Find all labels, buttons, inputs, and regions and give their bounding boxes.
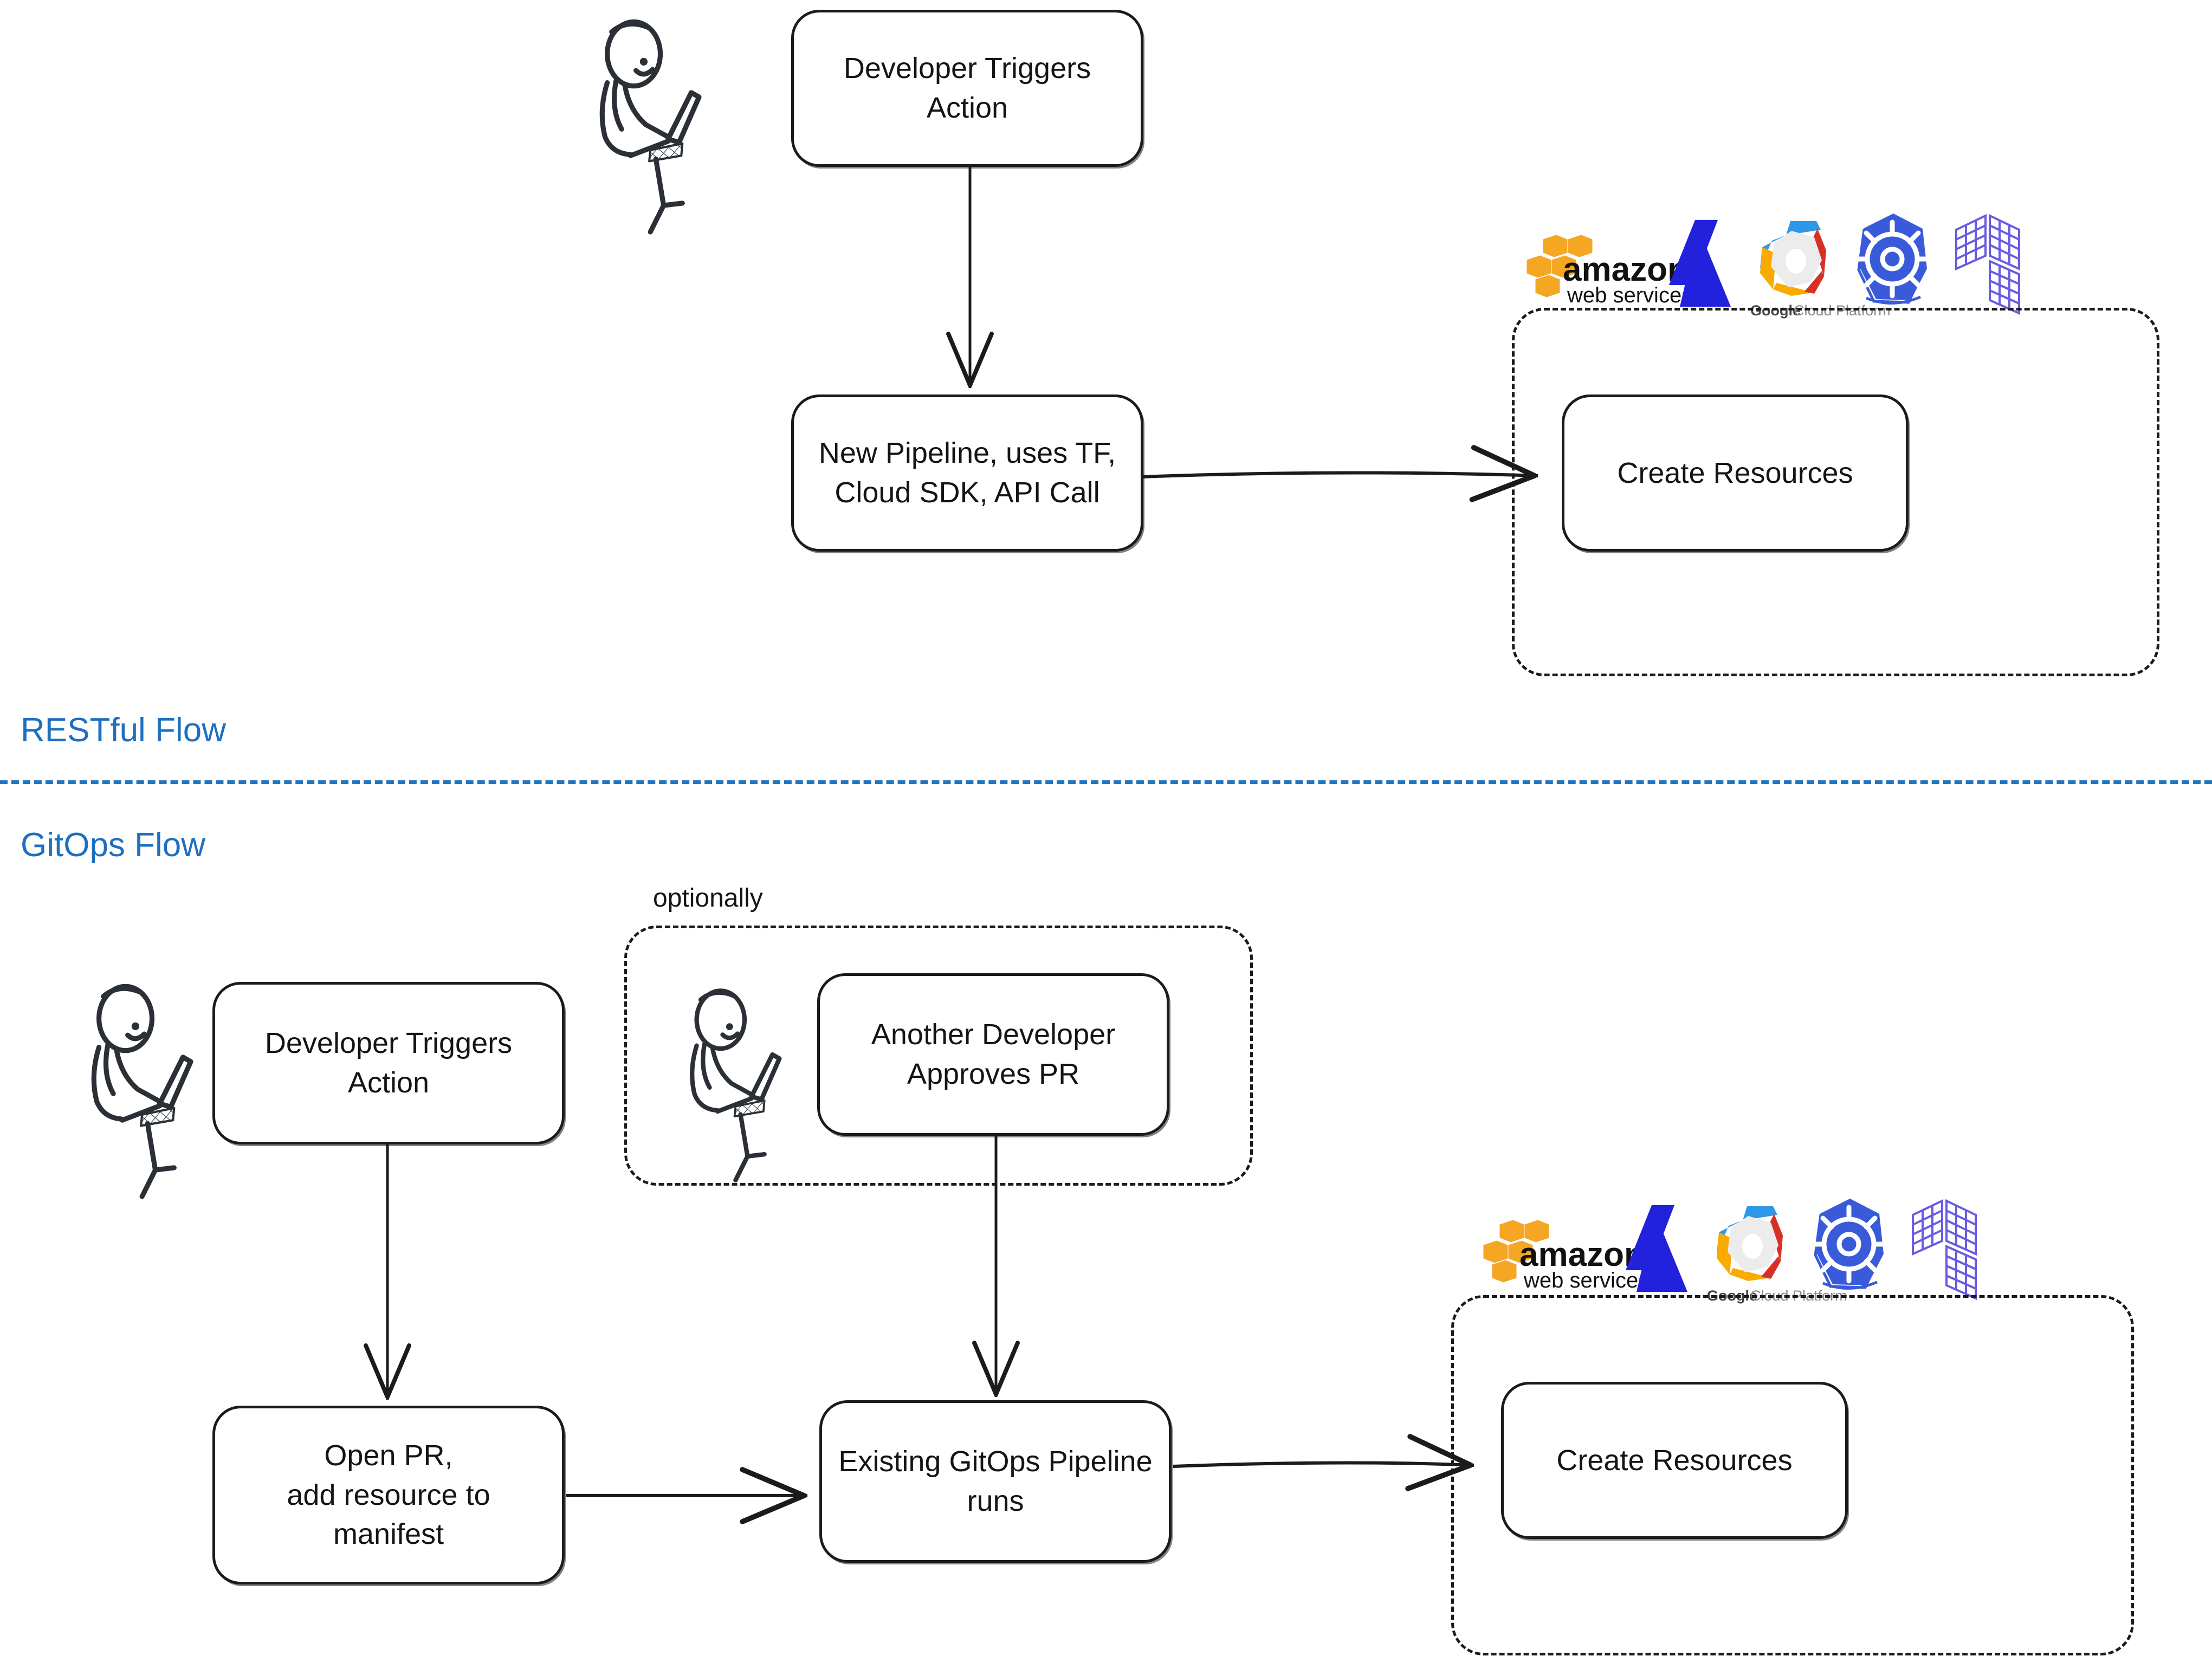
svg-text:web services: web services [1567, 283, 1692, 307]
terraform-logo [1955, 214, 2020, 315]
svg-text:Google: Google [1750, 302, 1801, 319]
svg-text:Cloud Platform: Cloud Platform [1794, 302, 1891, 319]
logo-row-gitops: amazon web services Google Cloud Platfor… [1483, 1199, 1977, 1304]
node-developer-triggers-action-gitops[interactable]: Developer Triggers Action [212, 982, 565, 1144]
node-open-pr[interactable]: Open PR, add resource to manifest [212, 1406, 565, 1584]
aws-logo: amazon web services [1527, 235, 1692, 307]
aws-logo-gitops: amazon web services [1483, 1220, 1649, 1292]
azure-logo [1669, 220, 1731, 307]
node-developer-triggers-action-restful[interactable]: Developer Triggers Action [791, 10, 1143, 167]
optionally-label: optionally [653, 884, 763, 913]
terraform-logo-gitops [1912, 1199, 1977, 1301]
node-create-resources-gitops[interactable]: Create Resources [1501, 1382, 1848, 1539]
node-create-resources-restful[interactable]: Create Resources [1562, 394, 1909, 552]
kubernetes-logo-gitops [1809, 1199, 1888, 1290]
kubernetes-logo [1853, 214, 1932, 305]
restful-flow-label: RESTful Flow [21, 711, 226, 749]
approver-stick-figure [690, 988, 782, 1183]
node-new-pipeline[interactable]: New Pipeline, uses TF, Cloud SDK, API Ca… [791, 394, 1143, 552]
node-existing-gitops-pipeline[interactable]: Existing GitOps Pipeline runs [819, 1400, 1172, 1563]
connector-pipeline-to-create-resources [1140, 445, 1538, 502]
azure-logo-gitops [1626, 1205, 1687, 1292]
developer-stick-figure-gitops [91, 984, 193, 1199]
optional-approval-zone [624, 926, 1253, 1186]
connector-pipeline-to-create-resources-gitops [1173, 1434, 1474, 1491]
google-cloud-platform-logo: Google Cloud Platform [1750, 221, 1891, 319]
svg-text:amazon: amazon [1519, 1236, 1645, 1273]
cloud-target-zone-gitops [1451, 1295, 2134, 1655]
logo-row-restful: amazon web services Google Cloud [1527, 214, 2020, 319]
gitops-flow-label: GitOps Flow [21, 826, 206, 864]
svg-text:web services: web services [1523, 1269, 1649, 1292]
cloud-target-zone-restful [1512, 308, 2159, 676]
node-another-developer-approves-pr[interactable]: Another Developer Approves PR [817, 973, 1169, 1136]
svg-text:amazon: amazon [1563, 251, 1688, 288]
section-divider [0, 780, 2212, 784]
developer-stick-figure-restful [599, 19, 702, 235]
